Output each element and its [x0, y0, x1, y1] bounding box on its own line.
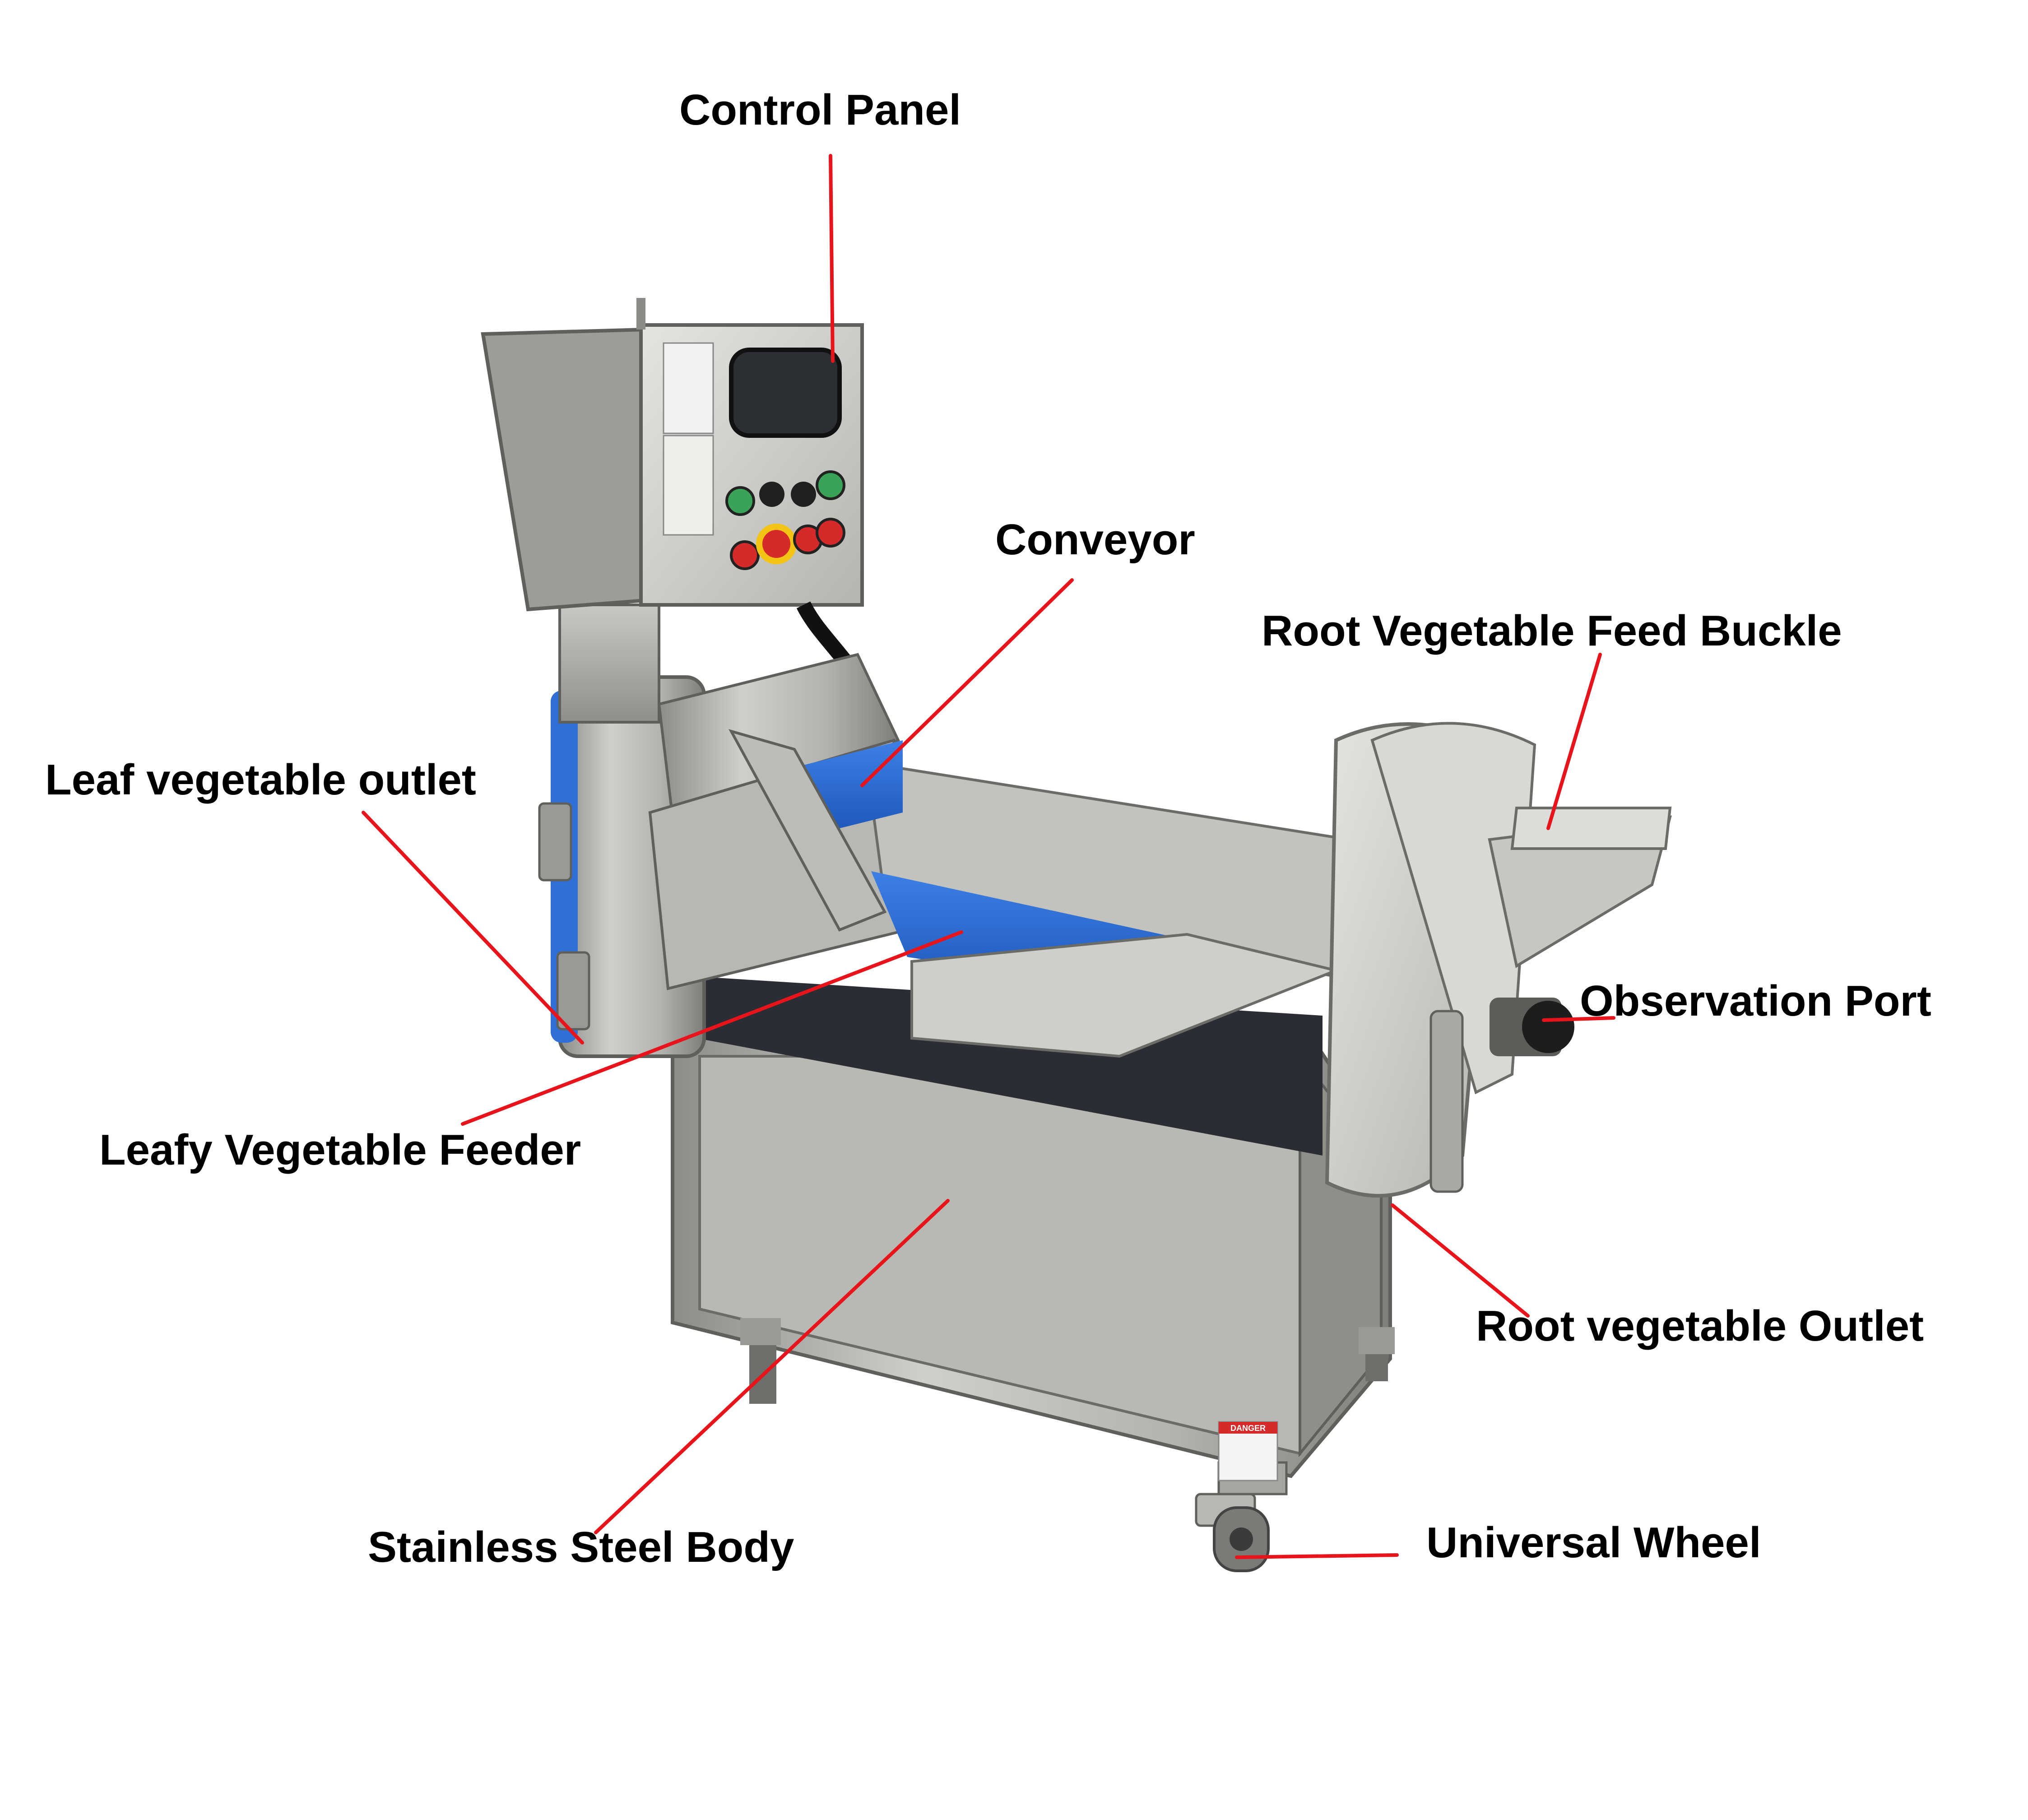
label-leafy-vegetable-feeder: Leafy Vegetable Feeder — [99, 1126, 581, 1174]
leader-leaf-outlet — [362, 811, 584, 1045]
caster-left — [740, 1318, 781, 1404]
label-conveyor: Conveyor — [995, 515, 1195, 564]
leader-universal-wheel — [1235, 1553, 1399, 1559]
panel-button-red-1 — [730, 540, 760, 570]
label-universal-wheel: Universal Wheel — [1426, 1518, 1761, 1567]
feeder-tray — [910, 933, 1341, 1058]
observation-port-hole — [1522, 1001, 1574, 1053]
cutter-head — [657, 653, 900, 819]
leader-leafy-feeder — [461, 930, 963, 1126]
door-hinge-bottom — [556, 951, 590, 1031]
leader-body — [594, 1199, 950, 1534]
door-hinge-top — [538, 802, 572, 882]
label-stainless-steel-body: Stainless Steel Body — [368, 1523, 794, 1571]
panel-support-column — [558, 604, 660, 724]
label-root-vegetable-feed-buckle: Root Vegetable Feed Buckle — [1262, 607, 1842, 655]
label-control-panel: Control Panel — [679, 86, 961, 134]
control-panel-side — [481, 327, 647, 612]
conveyor-arm — [728, 729, 887, 932]
label-root-vegetable-outlet: Root vegetable Outlet — [1476, 1302, 1924, 1350]
root-feed-buckle-plate — [1510, 807, 1672, 850]
panel-antenna — [636, 298, 645, 330]
panel-button-green-right — [816, 470, 845, 500]
machine-illustration: DANGER — [481, 298, 1672, 1572]
panel-button-red-3 — [816, 518, 845, 548]
panel-knob-2 — [791, 482, 816, 507]
panel-warning-label — [663, 342, 714, 434]
label-leaf-vegetable-outlet: Leaf vegetable outlet — [45, 756, 476, 804]
panel-knob-1 — [759, 482, 784, 507]
leader-root-feed-buckle — [1546, 653, 1602, 830]
leader-observation-port — [1542, 1016, 1615, 1022]
panel-spec-label — [663, 435, 714, 536]
warning-sticker-text: DANGER — [1230, 1424, 1266, 1433]
panel-window — [729, 348, 842, 438]
root-guard-clamp — [1429, 1010, 1464, 1193]
leader-control-panel — [829, 154, 835, 363]
leader-conveyor — [860, 578, 1074, 787]
leader-root-outlet — [1391, 1203, 1530, 1318]
caster-right-back — [1359, 1327, 1395, 1381]
panel-emergency-stop — [756, 524, 797, 564]
leader-lines — [362, 154, 1615, 1559]
label-observation-port: Observation Port — [1580, 977, 1931, 1025]
panel-button-green-left — [725, 486, 755, 516]
